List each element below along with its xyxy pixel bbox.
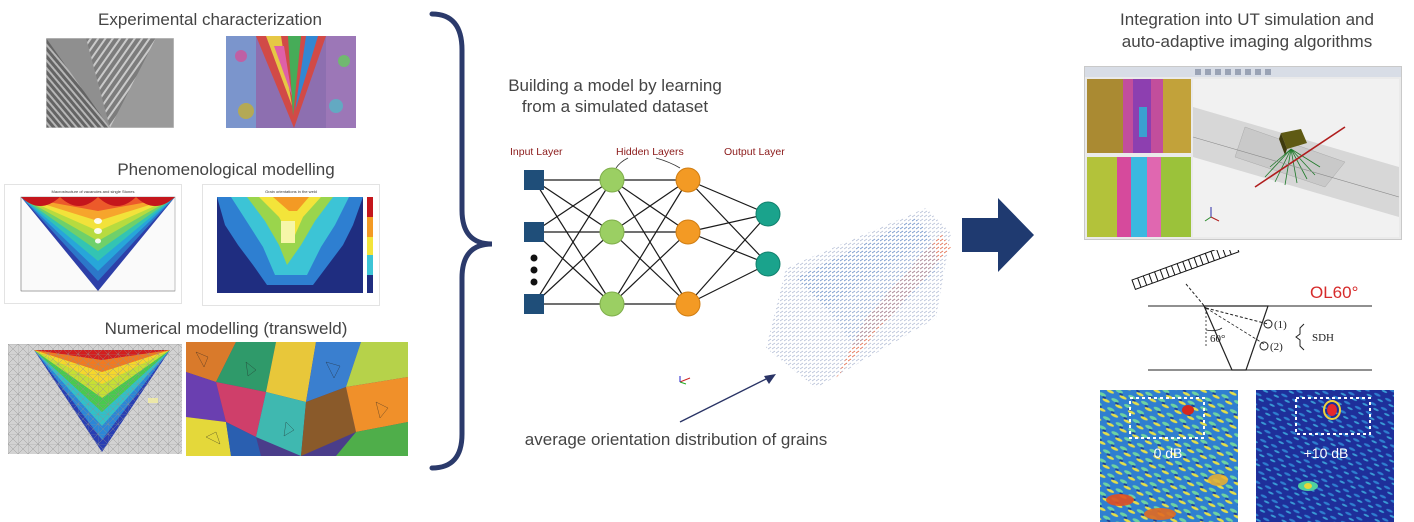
experimental-title: Experimental characterization bbox=[98, 10, 322, 29]
axis-triad-icon bbox=[679, 376, 691, 385]
input-layer-label: Input Layer bbox=[510, 146, 563, 158]
phenomenological-contour-chart: Macrostructure of vacancies and single S… bbox=[4, 184, 182, 304]
phenomenological-orientation-heatmap: Grain orientations in the weld bbox=[202, 184, 380, 306]
hidden-layers-label: Hidden Layers bbox=[616, 146, 684, 158]
numerical-mesh-image bbox=[8, 344, 182, 454]
hole1-label: (1) bbox=[1274, 319, 1287, 331]
middle-caption: average orientation distribution of grai… bbox=[524, 430, 828, 449]
db-right-label: +10 dB bbox=[1304, 445, 1349, 461]
sdh-label: SDH bbox=[1312, 332, 1334, 344]
numerical-title: Numerical modelling (transweld) bbox=[104, 319, 348, 338]
input-nodes bbox=[524, 170, 544, 314]
ut-simulation-screenshot bbox=[1084, 66, 1402, 240]
phenomenological-chart2-title: Grain orientations in the weld bbox=[265, 189, 317, 194]
orientation-distribution-cloud bbox=[756, 198, 956, 398]
right-title-line1: Integration into UT simulation and bbox=[1120, 10, 1374, 29]
caption-pointer-arrow bbox=[679, 374, 776, 423]
db-left-label: 0 dB bbox=[1154, 445, 1183, 461]
integration-arrow bbox=[962, 198, 1034, 272]
phenomenological-chart1-title: Macrostructure of vacancies and single S… bbox=[52, 189, 135, 194]
output-layer-label: Output Layer bbox=[724, 146, 785, 158]
middle-title-line1: Building a model by learning bbox=[508, 76, 722, 95]
middle-title-line2: from a simulated dataset bbox=[521, 97, 709, 116]
experimental-micrograph-gray bbox=[46, 38, 174, 128]
inspection-schematic: 60° (1) (2) SDH OL60° bbox=[1131, 250, 1372, 371]
imaging-result-10db: +10 dB bbox=[1256, 390, 1394, 522]
ol-label: OL60° bbox=[1310, 283, 1358, 302]
numerical-grain-map bbox=[186, 342, 408, 456]
imaging-result-0db: 0 dB bbox=[1100, 390, 1238, 522]
right-title-line2: auto-adaptive imaging algorithms bbox=[1121, 32, 1373, 51]
hole2-label: (2) bbox=[1270, 341, 1283, 353]
experimental-ebsd-map bbox=[226, 36, 356, 128]
grouping-brace bbox=[429, 11, 493, 471]
phenomenological-title: Phenomenological modelling bbox=[117, 160, 335, 179]
angle-label: 60° bbox=[1210, 333, 1225, 345]
neural-network-diagram bbox=[524, 157, 781, 317]
